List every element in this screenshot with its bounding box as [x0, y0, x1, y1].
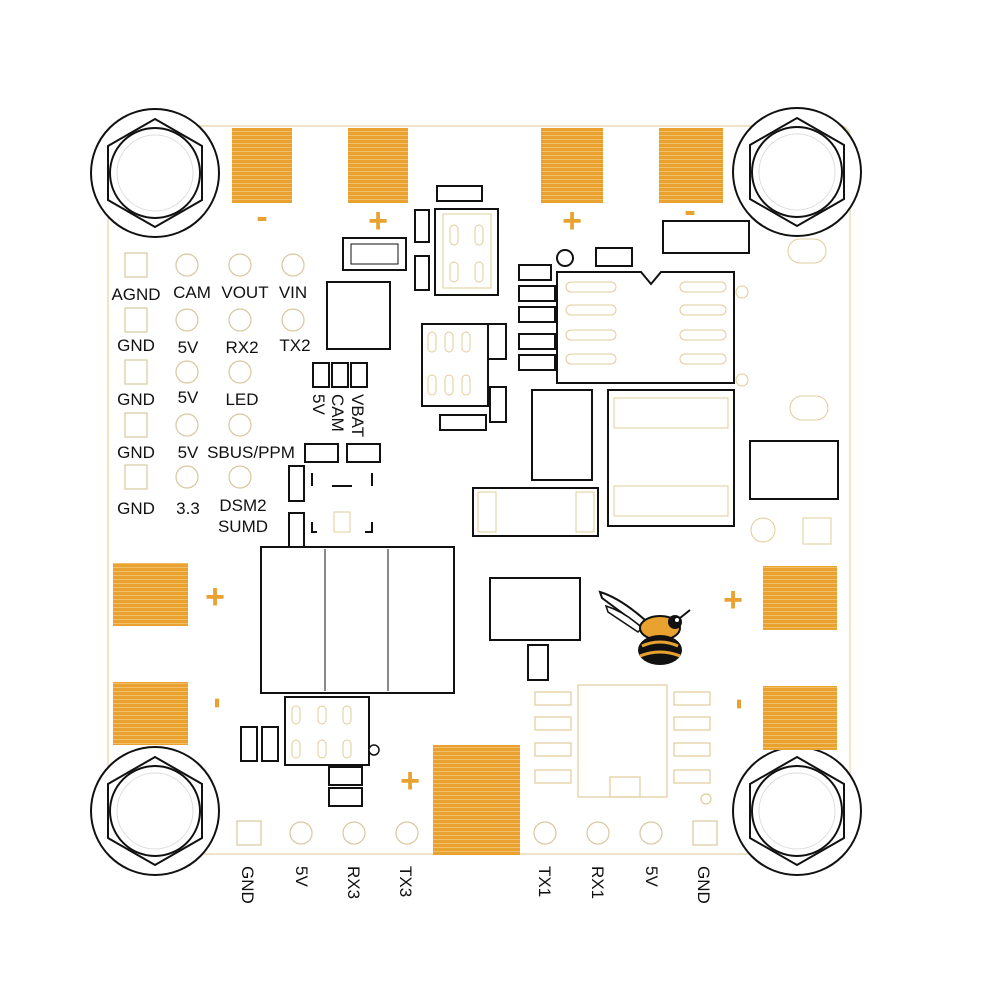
top-pad-2: [348, 128, 408, 203]
pin-label-5v-2: 5V: [178, 388, 199, 407]
pin-label-gnd-2: GND: [117, 390, 155, 409]
mounting-hole-top-right: [732, 107, 862, 237]
components-left-mid: [240, 443, 581, 807]
pin-label-gnd-4: GND: [117, 499, 155, 518]
mounting-hole-bottom-right: [732, 746, 862, 876]
hornet-logo-icon: [598, 590, 691, 665]
jumper-label-vbat: VBAT: [348, 394, 367, 437]
top-pad-4-sign: -: [684, 192, 695, 230]
right-pad-lower-sign: -: [722, 698, 760, 709]
pin-label-vin: VIN: [279, 283, 307, 302]
top-pad-1-sign: -: [256, 198, 267, 236]
mounting-hole-bottom-left: [90, 746, 220, 876]
top-pad-1: [232, 128, 292, 203]
right-pad-upper: [763, 566, 837, 630]
bottom-pad: [433, 745, 520, 855]
pin-label-3v3: 3.3: [176, 499, 200, 518]
left-header-pins: [124, 252, 305, 490]
component-details-top: [427, 213, 832, 545]
right-pad-lower: [763, 686, 837, 750]
bottom-label-tx1: TX1: [535, 866, 554, 897]
pin-1-marker: [556, 249, 574, 267]
bottom-pad-sign: +: [400, 762, 420, 800]
pin-label-gnd-1: GND: [117, 336, 155, 355]
pin-label-gnd-3: GND: [117, 443, 155, 462]
left-pad-upper: [113, 563, 188, 626]
top-pad-3-sign: +: [562, 202, 582, 240]
left-pad-lower-sign: -: [200, 697, 238, 708]
pin-label-rx2: RX2: [225, 338, 258, 357]
jumper-label-5v: 5V: [309, 394, 328, 415]
pin-label-sbus-ppm: SBUS/PPM: [207, 443, 295, 462]
left-pad-upper-sign: +: [205, 578, 225, 616]
pin-1-marker-2: [368, 744, 380, 756]
top-pad-4: [659, 128, 723, 203]
pin-label-sumd: SUMD: [218, 517, 268, 536]
top-pad-3: [541, 128, 603, 203]
right-pad-upper-sign: +: [723, 581, 743, 619]
jumper-label-cam: CAM: [328, 394, 347, 432]
component-details-mid: [311, 473, 389, 691]
pin-label-cam: CAM: [173, 283, 211, 302]
bottom-label-rx3: RX3: [344, 866, 363, 899]
pin-label-tx2: TX2: [279, 336, 310, 355]
bottom-label-gnd-right: GND: [694, 866, 713, 904]
pin-label-dsm2: DSM2: [219, 496, 266, 515]
bottom-label-5v-right: 5V: [642, 866, 661, 887]
top-pad-2-sign: +: [368, 202, 388, 240]
components-top: [326, 185, 839, 537]
bottom-label-gnd-left: GND: [238, 866, 257, 904]
pin-label-5v-3: 5V: [178, 443, 199, 462]
bottom-label-tx3: TX3: [396, 866, 415, 897]
bottom-header-pins: [236, 820, 718, 846]
pin-label-vout: VOUT: [221, 283, 268, 302]
bottom-label-rx1: RX1: [588, 866, 607, 899]
pin-label-5v-1: 5V: [178, 338, 199, 357]
voltage-jumper: [312, 362, 368, 388]
component-bottom-right: [534, 684, 712, 805]
left-pad-lower: [113, 682, 188, 745]
mounting-hole-top-left: [90, 108, 220, 238]
pin-label-agnd: AGND: [111, 285, 160, 304]
pin-label-led: LED: [225, 390, 258, 409]
bottom-label-5v-left: 5V: [292, 866, 311, 887]
